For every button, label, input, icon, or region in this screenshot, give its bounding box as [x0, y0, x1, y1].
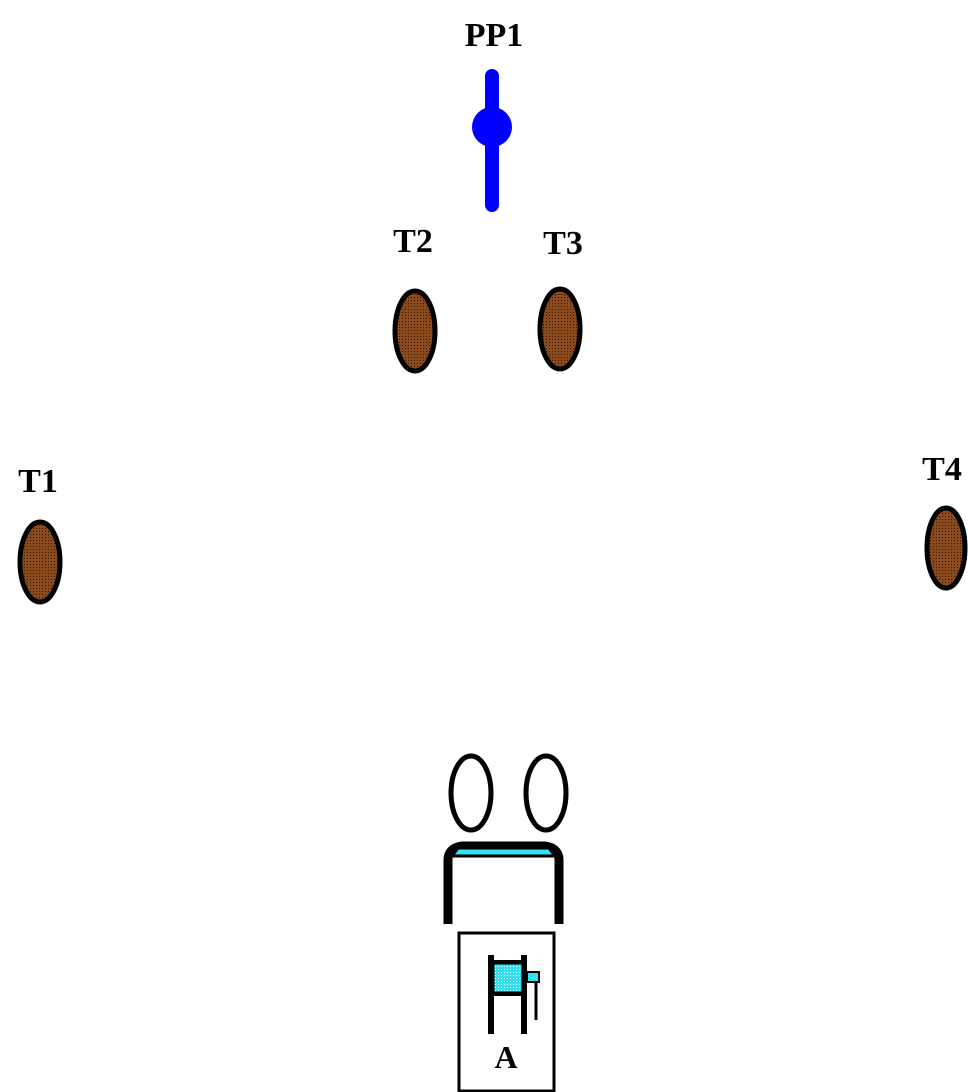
target-t1-label: T1	[18, 463, 58, 500]
target-t2-label: T2	[393, 223, 433, 260]
target-t3-marker	[537, 286, 583, 372]
target-t3: T3	[537, 225, 583, 372]
vehicle-wheel-left	[448, 753, 494, 833]
target-t4-marker	[924, 505, 968, 591]
target-t2-marker	[392, 288, 438, 374]
vehicle-cab	[443, 841, 564, 924]
pin-icon	[472, 69, 512, 212]
target-t4: T4	[922, 451, 968, 591]
vehicle-a: A	[443, 753, 569, 1092]
target-t1-marker	[17, 519, 63, 605]
pp1-marker: PP1	[465, 17, 524, 212]
target-t4-label: T4	[922, 451, 962, 488]
vehicle-label: A	[494, 1039, 517, 1075]
target-t1: T1	[17, 463, 63, 605]
windshield	[449, 846, 558, 858]
target-t2: T2	[392, 223, 438, 374]
vehicle-wheel-right	[523, 753, 569, 833]
seat-icon	[488, 955, 540, 1034]
target-t3-label: T3	[543, 225, 583, 262]
pp1-label: PP1	[465, 17, 524, 54]
vehicle-body: A	[457, 931, 556, 1092]
